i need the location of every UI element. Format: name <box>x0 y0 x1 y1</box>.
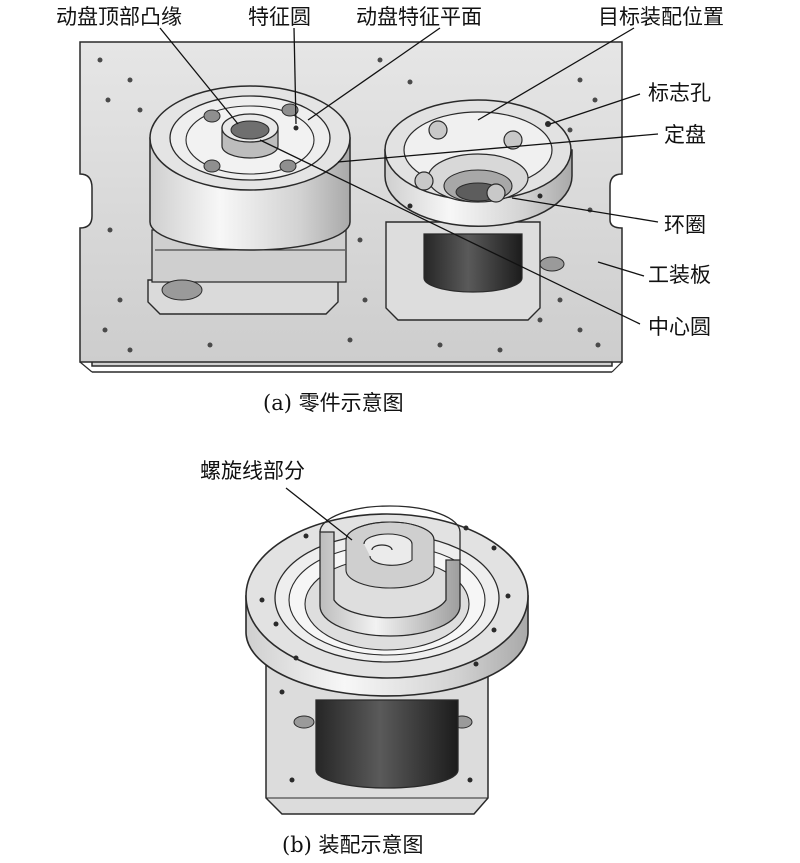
label-target-position: 目标装配位置 <box>598 5 724 29</box>
label-spiral-part: 螺旋线部分 <box>200 459 305 483</box>
leader-spiral <box>285 487 353 541</box>
label-feature-plane: 动盘特征平面 <box>356 5 482 29</box>
label-center-circle: 中心圆 <box>648 315 711 339</box>
label-marker-hole: 标志孔 <box>648 81 711 105</box>
spiral-scroll <box>319 505 461 637</box>
moving-disk-assembly <box>147 85 351 315</box>
assembly-diagram: 螺旋线部分 (b) 装配示意图 <box>200 459 529 857</box>
label-fixed-disk: 定盘 <box>664 123 706 147</box>
leader-lines-a <box>159 27 659 325</box>
label-top-flange: 动盘顶部凸缘 <box>56 5 182 29</box>
caption-a: (a) 零件示意图 <box>263 391 404 415</box>
label-ring: 环圈 <box>664 213 706 237</box>
label-feature-circle: 特征圆 <box>248 5 311 29</box>
caption-b: (b) 装配示意图 <box>282 833 424 857</box>
label-fixture-plate: 工装板 <box>648 263 711 287</box>
part-diagram: 动盘顶部凸缘 特征圆 动盘特征平面 目标装配位置 标志孔 定盘 环圈 工装板 中… <box>56 5 724 415</box>
